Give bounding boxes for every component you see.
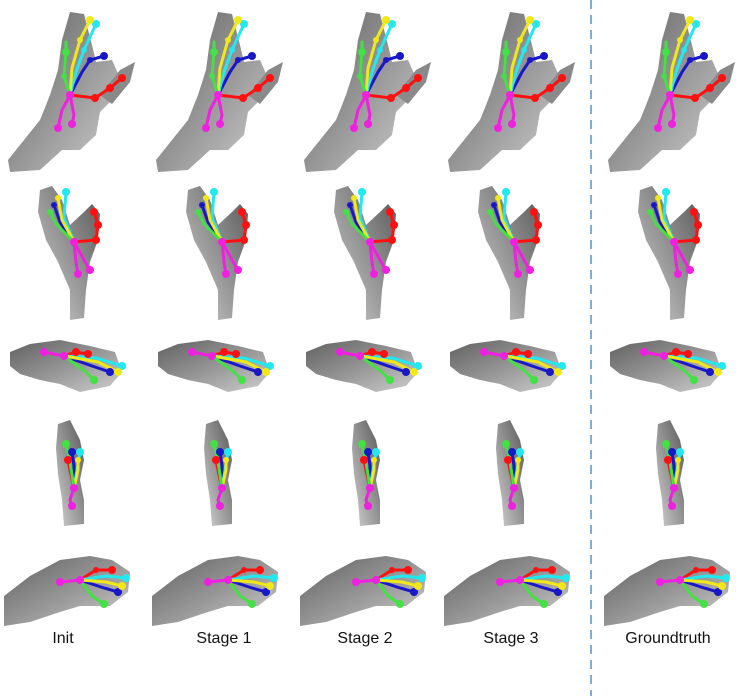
column-label-groundtruth: Groundtruth xyxy=(625,630,711,647)
column-label-stage-2: Stage 2 xyxy=(337,630,393,647)
depth-image xyxy=(478,186,540,320)
depth-image xyxy=(334,186,396,320)
depth-image xyxy=(186,186,248,320)
column-label-init: Init xyxy=(52,630,74,647)
column-stage-3 xyxy=(444,12,575,626)
depth-image xyxy=(38,186,100,320)
column-groundtruth xyxy=(604,12,735,626)
column-stage-2 xyxy=(300,12,431,626)
column-stage-1 xyxy=(152,12,283,626)
column-init xyxy=(4,12,135,626)
column-label-stage-1: Stage 1 xyxy=(196,630,252,647)
depth-image xyxy=(638,186,700,320)
column-label-stage-3: Stage 3 xyxy=(483,630,539,647)
